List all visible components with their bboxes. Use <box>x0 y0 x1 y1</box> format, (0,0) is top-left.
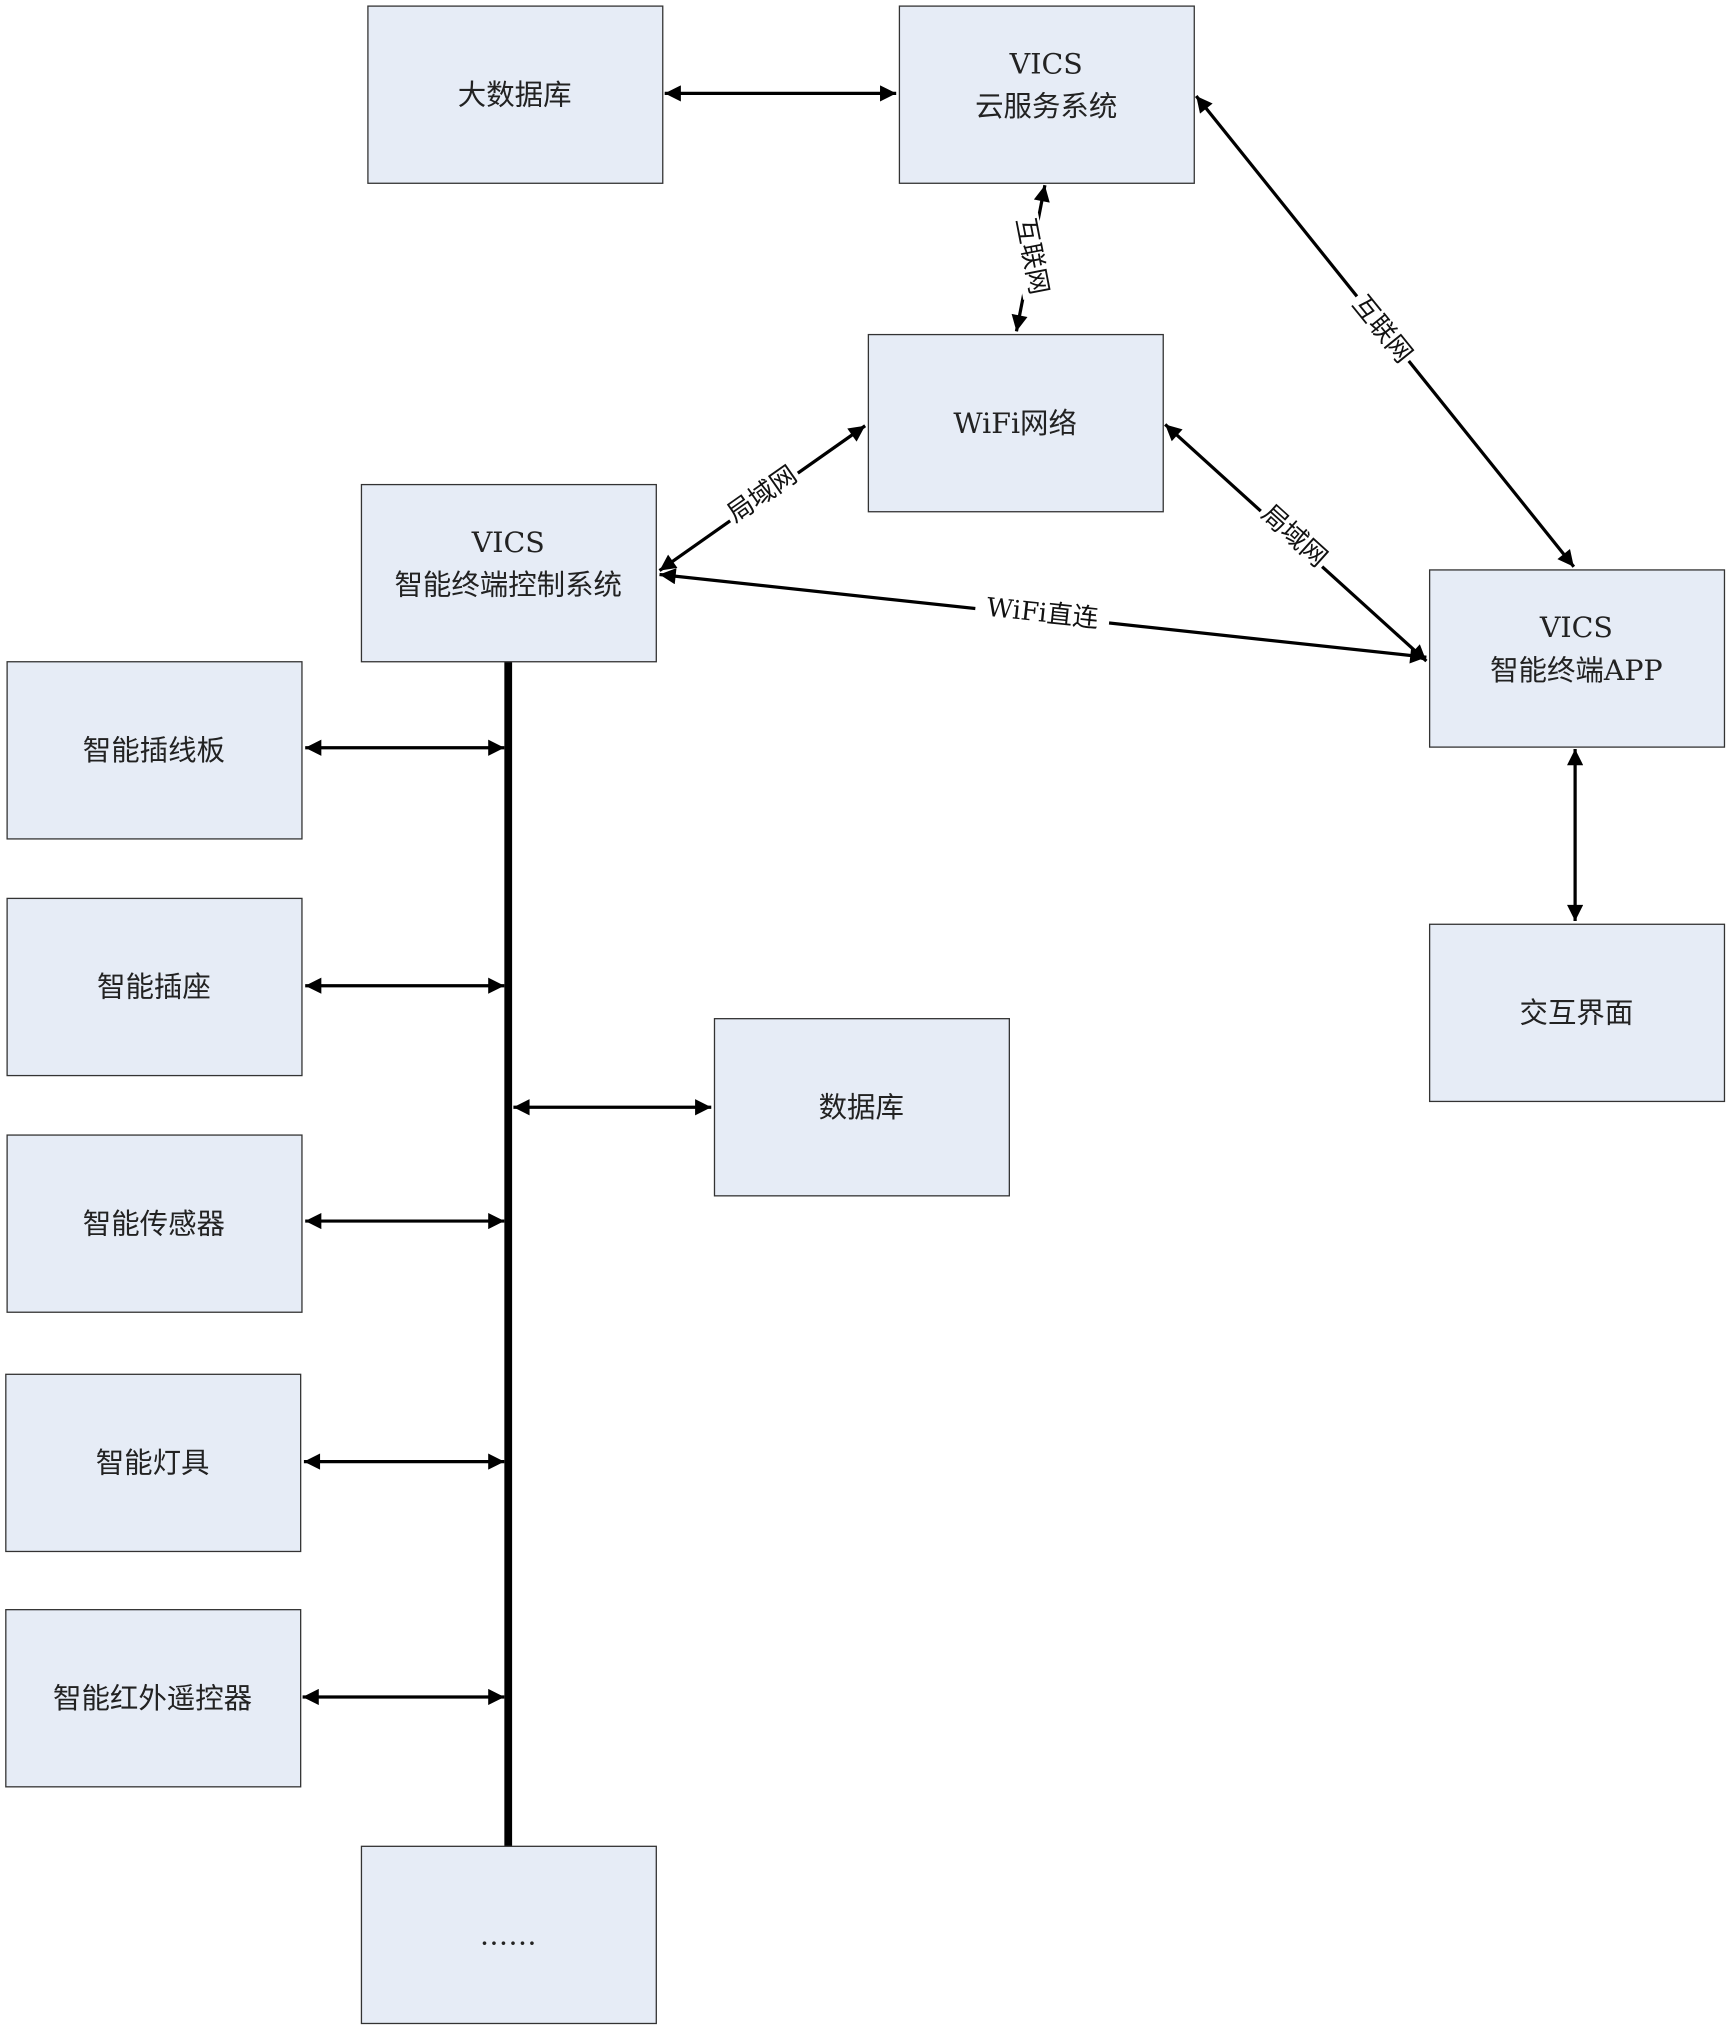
node-box <box>1428 923 1726 1103</box>
node-box <box>6 661 303 840</box>
node-box <box>713 1018 1010 1197</box>
node-smart-light: 智能灯具 <box>5 1373 302 1553</box>
node-box <box>867 333 1164 513</box>
label-cloud-app: 互联网 <box>1343 288 1420 372</box>
node-smart-socket: 智能插座 <box>6 897 303 1077</box>
label-wifi-app: 局域网 <box>1252 497 1335 577</box>
node-smart-ir-remote: 智能红外遥控器 <box>5 1609 302 1788</box>
node-more: …… <box>360 1845 657 2025</box>
node-smart-power-strip: 智能插线板 <box>6 661 303 840</box>
node-box <box>5 1609 302 1788</box>
node-label: 云服务系统 <box>975 90 1117 123</box>
node-wifi-network: WiFi网络 <box>867 333 1164 513</box>
svg-text:局域网: 局域网 <box>1255 499 1333 573</box>
node-label: 智能插线板 <box>83 734 225 767</box>
node-box <box>6 897 303 1077</box>
label-wifi-control: 局域网 <box>720 459 806 533</box>
node-box <box>6 1134 303 1313</box>
node-label: 大数据库 <box>458 78 572 111</box>
node-box <box>360 483 657 663</box>
node-box <box>1428 569 1726 748</box>
svg-text:WiFi直连: WiFi直连 <box>985 593 1100 635</box>
node-label: 智能插座 <box>97 971 211 1004</box>
node-box <box>5 1373 302 1553</box>
node-label: 智能灯具 <box>96 1447 210 1480</box>
node-box <box>367 5 664 184</box>
node-label: VICS <box>1009 47 1083 80</box>
node-box <box>898 5 1195 184</box>
node-database: 数据库 <box>713 1018 1010 1197</box>
node-label: 智能红外遥控器 <box>53 1682 252 1715</box>
node-label: 数据库 <box>819 1091 904 1124</box>
label-control-app: WiFi直连 <box>973 592 1111 638</box>
node-label: 智能终端APP <box>1490 654 1663 687</box>
label-cloud-wifi: 互联网 <box>1007 212 1054 300</box>
node-label: 智能传感器 <box>83 1207 225 1240</box>
svg-text:互联网: 互联网 <box>1010 215 1054 297</box>
node-label: …… <box>480 1919 537 1952</box>
node-label: 智能终端控制系统 <box>394 569 622 602</box>
node-label: VICS <box>471 526 545 559</box>
svg-text:互联网: 互联网 <box>1346 290 1418 369</box>
node-big-database: 大数据库 <box>367 5 664 184</box>
node-terminal-control: VICS 智能终端控制系统 <box>360 483 657 663</box>
node-label: WiFi网络 <box>953 407 1077 440</box>
node-terminal-app: VICS 智能终端APP <box>1428 569 1726 748</box>
node-label: 交互界面 <box>1520 997 1634 1030</box>
node-interaction-ui: 交互界面 <box>1428 923 1726 1103</box>
node-smart-sensor: 智能传感器 <box>6 1134 303 1313</box>
node-box <box>360 1845 657 2025</box>
node-cloud-service: VICS 云服务系统 <box>898 5 1195 184</box>
node-label: VICS <box>1539 611 1613 644</box>
